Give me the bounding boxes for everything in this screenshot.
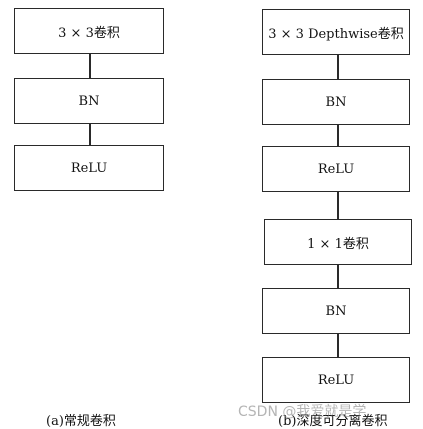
caption-regular-conv: (a)常规卷积 [46,414,116,429]
watermark: CSDN @我爱就是学 [238,404,367,420]
right-relu-box-2: ReLU [262,357,410,403]
right-connector-2 [337,125,339,146]
right-depthwise-conv-box: 3 × 3 Depthwise卷积 [262,9,410,55]
right-bn-box-1: BN [262,79,410,125]
left-relu-box: ReLU [14,145,164,191]
left-connector-1 [89,54,91,78]
right-bn-box-2: BN [262,288,410,334]
right-pointwise-conv-box: 1 × 1卷积 [264,219,412,265]
right-connector-5 [337,334,339,357]
right-relu-box-1: ReLU [262,146,410,192]
right-connector-1 [337,55,339,79]
left-bn-box: BN [14,78,164,124]
left-conv3x3-box: 3 × 3卷积 [14,8,164,54]
right-connector-4 [337,265,339,288]
left-connector-2 [89,124,91,145]
caption-depthwise-separable-conv: (b)深度可分离卷积 [278,414,388,429]
right-connector-3 [337,192,339,219]
